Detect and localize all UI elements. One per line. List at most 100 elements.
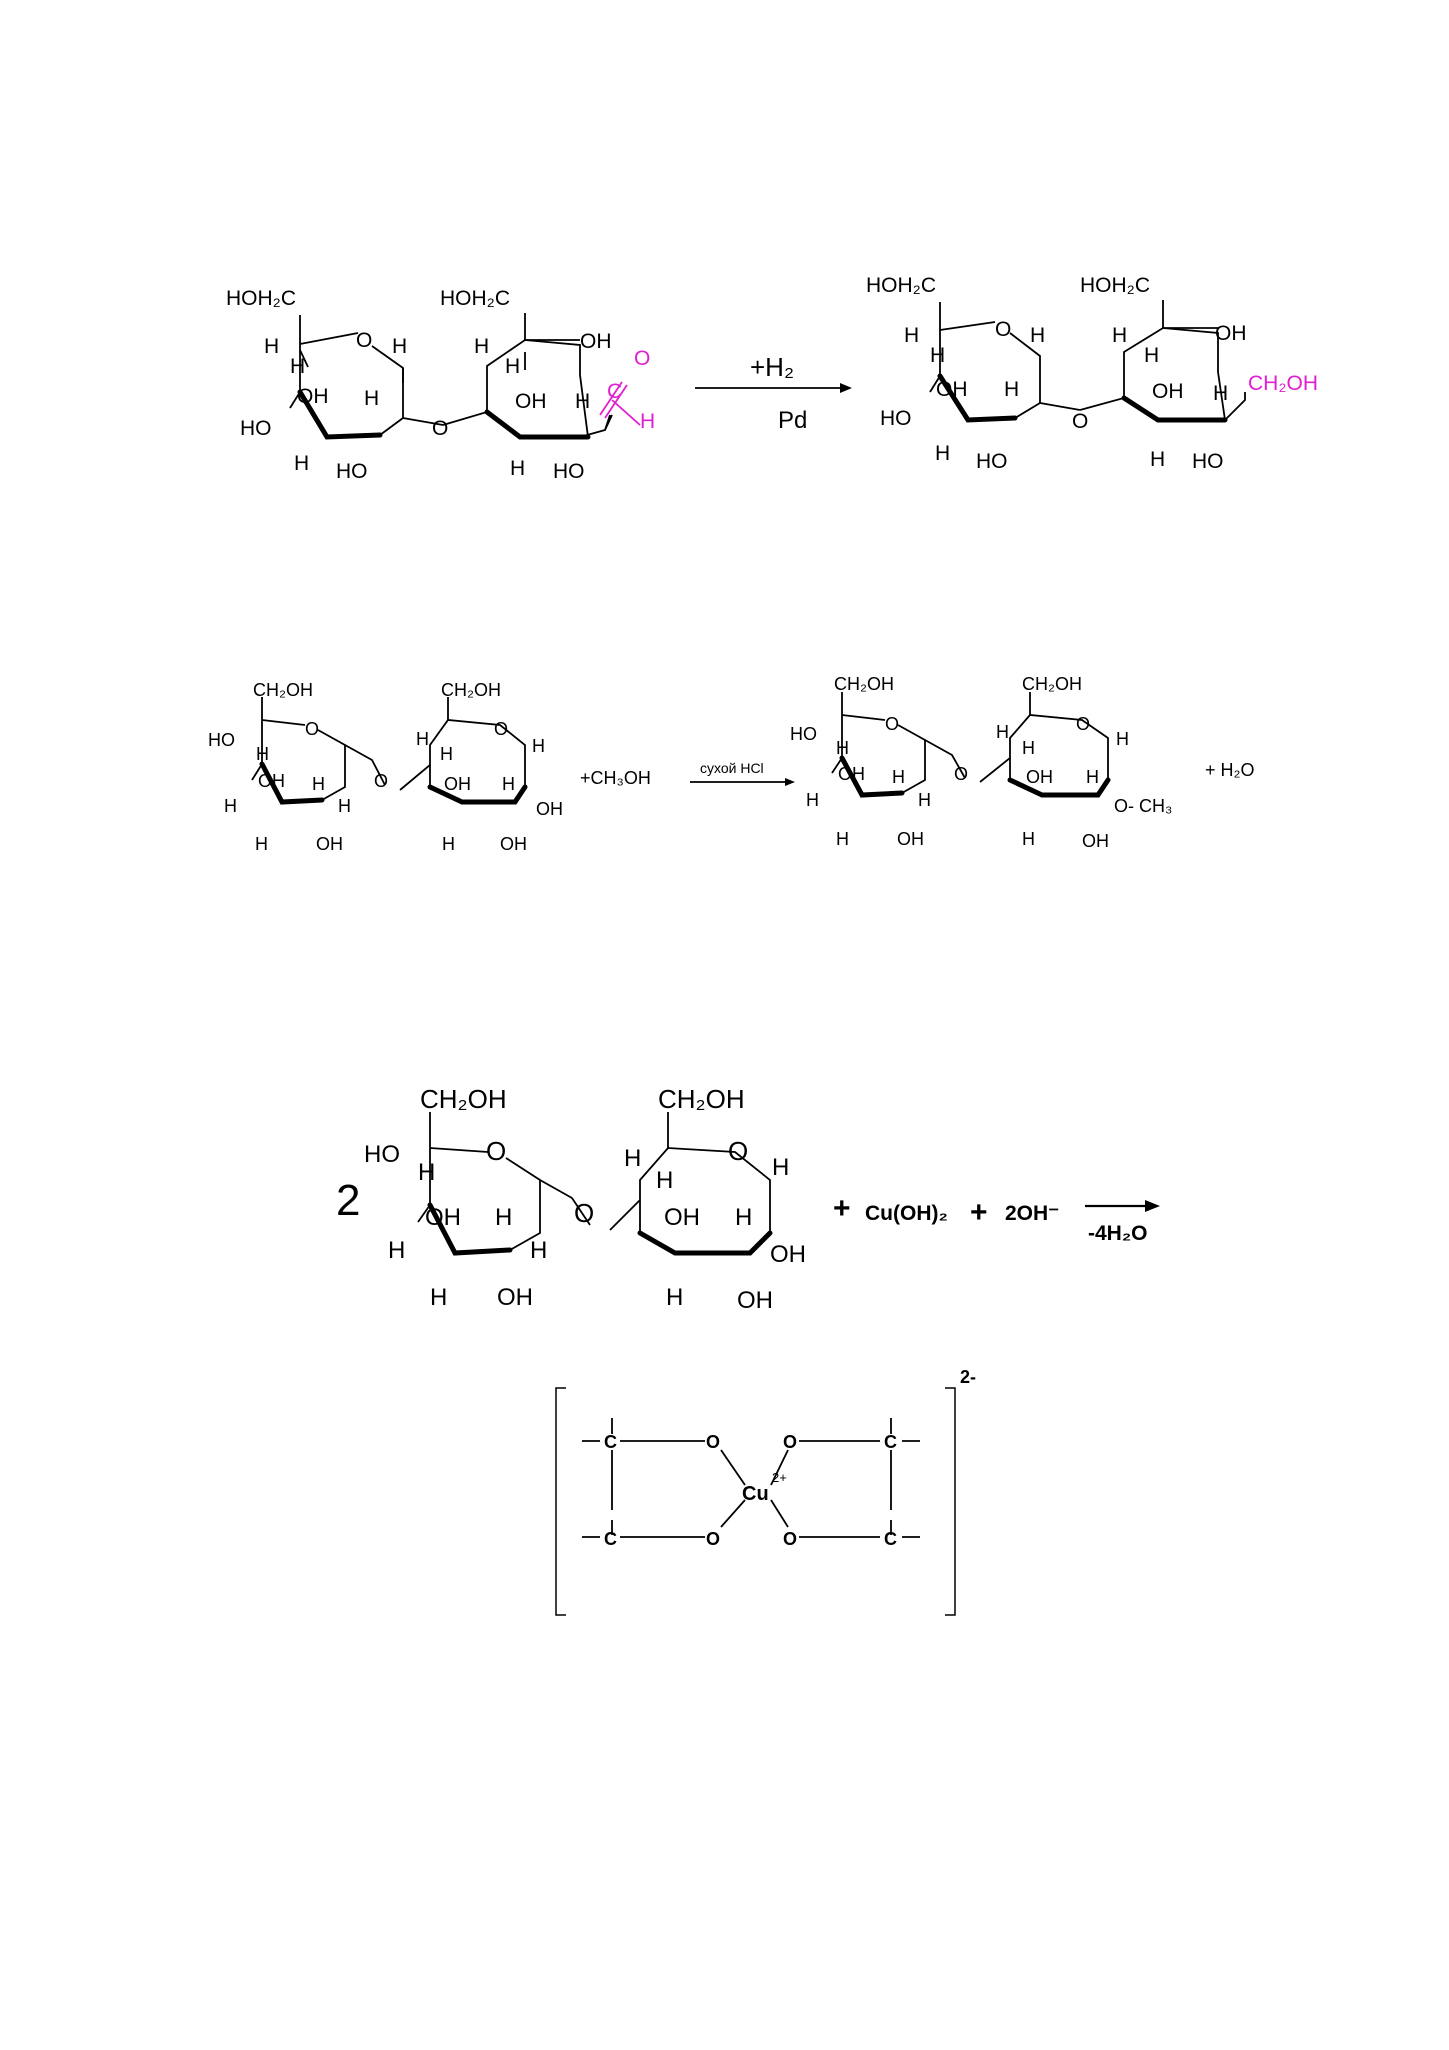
r2-h: H <box>440 744 453 764</box>
r2-reactant: CH₂OH CH₂OH O O O HO OH OH OH OH OH H H … <box>208 680 563 854</box>
r1-r-h: H <box>474 335 489 358</box>
complex-c: C <box>884 1432 897 1452</box>
r2-condition: сухой HCl <box>700 760 764 776</box>
r2-oh: OH <box>444 774 471 794</box>
r2-ch2oh: CH₂OH <box>253 680 313 700</box>
r2-h: H <box>224 796 237 816</box>
r3-link-o: O <box>574 1198 594 1228</box>
complex-c: C <box>604 1529 617 1549</box>
r2-p-h: H <box>1116 729 1129 749</box>
r3-ring-o: O <box>486 1136 506 1166</box>
right-bracket <box>945 1387 956 1616</box>
r3-reactant: CH₂OH CH₂OH O O O HO OH OH OH OH OH H H … <box>364 1084 806 1314</box>
r3-ch2oh: CH₂OH <box>420 1084 507 1114</box>
r2-p-ring-o: O <box>1076 714 1090 734</box>
r1-product: HOH₂C HOH₂C O O OH OH OH HO HO HO H H H … <box>866 274 1318 473</box>
r2-p-link-o: O <box>954 764 968 784</box>
r1-p-ho-2: HO <box>976 450 1008 473</box>
r3-h: H <box>430 1284 447 1311</box>
r3-plus-2: + <box>970 1196 988 1229</box>
r2-h: H <box>255 834 268 854</box>
r2-link-o: O <box>374 771 388 791</box>
r2-p-h: H <box>836 829 849 849</box>
r2-product: CH₂OH CH₂OH O O O HO OH OH OH OH O- CH₃ … <box>790 674 1172 851</box>
r1-r-h: H <box>290 355 305 378</box>
r3-oh: OH <box>737 1287 773 1314</box>
r2-p-oh: OH <box>1026 767 1053 787</box>
r1-p-oh-ring1: OH <box>936 378 968 401</box>
r1-arrow: +H₂ Pd <box>695 352 852 434</box>
r2-p-h: H <box>1086 767 1099 787</box>
r3-h: H <box>624 1145 641 1172</box>
r1-r-h: H <box>364 387 379 410</box>
r2-h: H <box>416 729 429 749</box>
complex-cu-charge: 2+ <box>772 1470 787 1485</box>
r2-p-ring-o: O <box>885 714 899 734</box>
r1-r-ho-3: HO <box>553 460 585 483</box>
r2-p-h: H <box>806 790 819 810</box>
r1-p-hoh2c-1: HOH₂C <box>866 274 936 297</box>
r3-h: H <box>666 1284 683 1311</box>
r1-p-h: H <box>1150 448 1165 471</box>
r2-h: H <box>256 744 269 764</box>
r2-p-h: H <box>1022 738 1035 758</box>
r2-p-h: H <box>892 767 905 787</box>
r1-p-oh-ring2: OH <box>1152 380 1184 403</box>
r1-p-h: H <box>1030 324 1045 347</box>
r2-oh: OH <box>500 834 527 854</box>
r1-p-h: H <box>904 324 919 347</box>
r1-reagent: +H₂ <box>750 352 794 382</box>
r3-oh: OH <box>497 1284 533 1311</box>
r3-reagent-1: Cu(OH)₂ <box>865 1202 948 1225</box>
r2-oh: OH <box>316 834 343 854</box>
copper-complex: 2- C C C C O O O O Cu 2+ <box>555 1367 976 1616</box>
r3-ch2oh: CH₂OH <box>658 1084 745 1114</box>
r1-r-hoh2c-2: HOH₂C <box>440 287 510 310</box>
r2-p-ch2oh: CH₂OH <box>834 674 894 694</box>
r2-p-h: H <box>996 722 1009 742</box>
r1-reactant: HOH₂C HOH₂C O O OH OH OH HO HO HO H H H … <box>226 287 655 483</box>
complex-o: O <box>706 1432 720 1452</box>
r3-reagent-2: 2OH⁻ <box>1005 1202 1059 1225</box>
r3-ring-o: O <box>728 1136 748 1166</box>
r1-p-hoh2c-2: HOH₂C <box>1080 274 1150 297</box>
r3-ho: HO <box>364 1141 400 1168</box>
r1-catalyst: Pd <box>778 407 807 434</box>
r1-r-ho-2: HO <box>336 460 368 483</box>
r1-r-h: H <box>392 335 407 358</box>
complex-o: O <box>783 1529 797 1549</box>
r2-p-methoxy: O- CH₃ <box>1114 796 1172 816</box>
r3-h: H <box>418 1159 435 1186</box>
r1-r-h: H <box>510 457 525 480</box>
r1-r-hoh2c-1: HOH₂C <box>226 287 296 310</box>
r1-r-h: H <box>264 335 279 358</box>
r1-p-h: H <box>1144 344 1159 367</box>
r1-p-h: H <box>1112 324 1127 347</box>
r2-p-ho: HO <box>790 724 817 744</box>
r2-p-h: H <box>1022 829 1035 849</box>
r1-p-ho-3: HO <box>1192 450 1224 473</box>
r1-p-ch2oh: CH₂OH <box>1248 372 1318 395</box>
r2-p-h: H <box>836 738 849 758</box>
r3-h: H <box>772 1154 789 1181</box>
r3-arrow: -4H₂O <box>1085 1200 1160 1245</box>
r2-ho: HO <box>208 730 235 750</box>
r2-h: H <box>532 736 545 756</box>
r1-aldehyde-o: O <box>634 347 650 370</box>
r1-p-h: H <box>1004 378 1019 401</box>
r3-h: H <box>530 1237 547 1264</box>
r1-r-h: H <box>294 452 309 475</box>
r2-p-oh: OH <box>1082 831 1109 851</box>
r1-r-link-o: O <box>432 417 448 440</box>
r2-oh: OH <box>258 771 285 791</box>
r3-coefficient: 2 <box>336 1176 360 1225</box>
r3-h: H <box>735 1204 752 1231</box>
complex-charge: 2- <box>960 1367 976 1387</box>
r1-r-ho-1: HO <box>240 417 272 440</box>
r2-ring-o: O <box>494 719 508 739</box>
r2-h: H <box>338 796 351 816</box>
r2-reagent: +CH₃OH <box>580 768 651 788</box>
r3-h: H <box>656 1167 673 1194</box>
r2-byproduct: + H₂O <box>1205 760 1255 780</box>
